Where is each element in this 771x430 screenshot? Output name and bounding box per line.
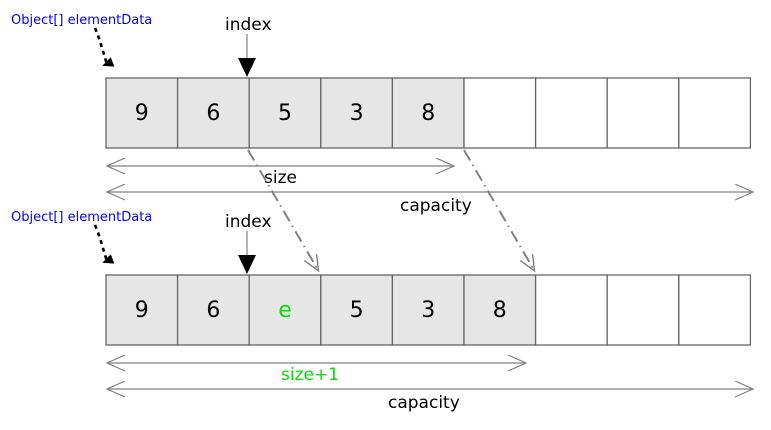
index-label-top: index (225, 15, 272, 35)
table-row (320, 274, 394, 346)
capacity-label-top: capacity (400, 196, 472, 216)
cell-value: 8 (492, 297, 507, 323)
index-pointer-arrowhead-bottom (238, 255, 256, 274)
cell-value (607, 275, 679, 345)
elementdata-pointer-arrow-bottom (93, 224, 115, 264)
elementdata-label-top: Object[] elementData (11, 13, 153, 28)
capacity-label-bottom: capacity (388, 393, 460, 413)
cell-value-inserted: e (278, 297, 292, 323)
table-row (105, 274, 179, 346)
cell-value: 5 (277, 100, 292, 126)
cell-value (536, 78, 608, 148)
cell-value: 9 (134, 100, 149, 126)
cell-value: 6 (206, 297, 221, 323)
table-row (248, 77, 322, 149)
table-row (606, 274, 680, 346)
cell-value (536, 275, 608, 345)
cell-value (679, 275, 751, 345)
cell-value: 3 (349, 100, 364, 126)
cell-value: 3 (421, 297, 436, 323)
top-array-cells (105, 77, 752, 149)
cell-value: 5 (349, 297, 364, 323)
cell-value (464, 78, 536, 148)
table-row (248, 274, 322, 346)
table-row (176, 77, 250, 149)
table-row (391, 77, 465, 149)
elementdata-label-bottom: Object[] elementData (11, 210, 153, 225)
table-row (534, 77, 608, 149)
table-row (463, 77, 537, 149)
table-row (534, 274, 608, 346)
table-row (606, 77, 680, 149)
bottom-array-cells (105, 274, 752, 346)
index-pointer-arrowhead-top (238, 58, 256, 77)
size-plus-one-label: size+1 (281, 365, 340, 385)
index-label-bottom: index (225, 212, 272, 232)
table-row (391, 274, 465, 346)
cell-value: 9 (134, 297, 149, 323)
shift-arrow-right (463, 149, 534, 270)
elementdata-pointer-arrow-top (93, 27, 115, 67)
table-row (678, 77, 752, 149)
table-row (105, 77, 179, 149)
cell-value: 6 (206, 100, 221, 126)
size-label-top: size (264, 168, 297, 188)
cell-value (679, 78, 751, 148)
table-row (678, 274, 752, 346)
cell-value: 8 (421, 100, 436, 126)
cell-value (607, 78, 679, 148)
